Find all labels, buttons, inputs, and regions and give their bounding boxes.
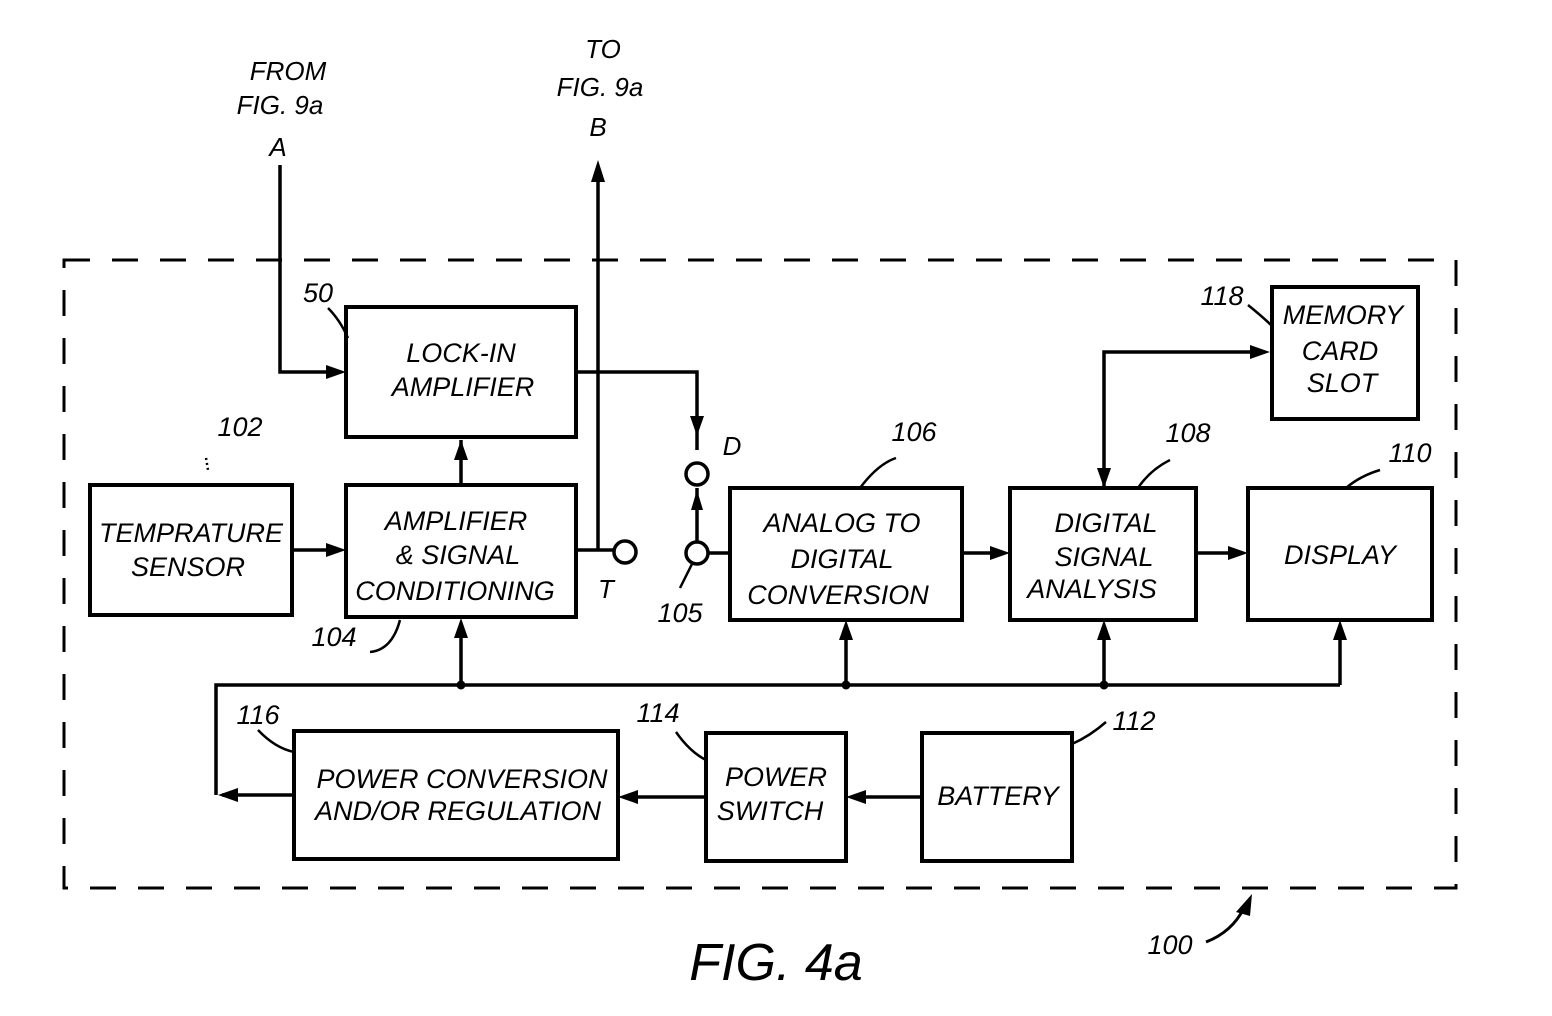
arrowhead-icon	[1236, 894, 1252, 916]
terminal-d[interactable]	[686, 463, 708, 485]
arrowhead-icon	[691, 490, 703, 510]
display-ref: 110	[1388, 438, 1431, 468]
arrowhead-icon	[1250, 345, 1270, 359]
power-conv-leader	[258, 730, 294, 752]
connector-b-label: B	[589, 112, 606, 142]
arrowhead-icon	[1228, 546, 1248, 560]
system-leader	[1206, 908, 1244, 942]
terminal-d-label: D	[723, 431, 742, 461]
to-label: TO	[585, 34, 621, 64]
temp-label-2: SENSOR	[131, 552, 245, 582]
arrowhead-icon	[1333, 620, 1347, 640]
adc-leader	[860, 458, 896, 488]
memory-label-2: CARD	[1302, 336, 1379, 366]
adc-ref: 106	[891, 417, 937, 447]
switch-leader	[680, 564, 692, 588]
figure-title: FIG. 4a	[689, 934, 862, 992]
power-conv-ref: 116	[236, 700, 280, 730]
amp-ref: 104	[311, 622, 356, 652]
memory-label-1: MEMORY	[1283, 300, 1405, 330]
power-conv-label-2: AND/OR REGULATION	[313, 796, 602, 826]
power-switch-ref: 114	[636, 698, 679, 728]
adc-label-3: CONVERSION	[747, 580, 929, 610]
wire-lockin-to-d	[576, 372, 697, 450]
arrowhead-icon	[454, 440, 468, 460]
amp-label-1: AMPLIFIER	[383, 506, 528, 536]
arrowhead-icon	[1097, 468, 1111, 488]
arrowhead-icon	[1097, 620, 1111, 640]
battery-label: BATTERY	[937, 781, 1061, 811]
power-conv-label-1: POWER CONVERSION	[316, 764, 608, 794]
arrowhead-icon	[454, 618, 468, 638]
power-switch-label-1: POWER	[725, 762, 827, 792]
battery-ref: 112	[1112, 706, 1155, 736]
power-switch-leader	[676, 732, 706, 760]
display-leader	[1346, 470, 1380, 488]
arrowhead-icon	[846, 790, 866, 804]
arrowhead-icon	[990, 546, 1010, 560]
arrowhead-icon	[690, 416, 704, 436]
dsa-ref: 108	[1165, 418, 1210, 448]
lockin-label-2: AMPLIFIER	[390, 372, 535, 402]
temperature-sensor-block	[90, 485, 292, 615]
memory-leader	[1248, 305, 1272, 326]
dsa-leader	[1138, 460, 1170, 488]
amp-leader	[370, 620, 400, 652]
wire-a-to-lockin	[280, 165, 338, 372]
arrowhead-icon	[591, 160, 605, 182]
memory-ref: 118	[1200, 281, 1243, 311]
terminal-t-label: T	[598, 574, 616, 604]
memory-label-3: SLOT	[1307, 368, 1380, 398]
lockin-ref: 50	[303, 278, 333, 308]
temp-label-1: TEMPRATURE	[99, 518, 284, 548]
amp-label-3: CONDITIONING	[355, 576, 555, 606]
arrowhead-icon	[326, 543, 346, 557]
arrowhead-icon	[326, 365, 346, 379]
display-label: DISPLAY	[1284, 540, 1398, 570]
connector-a-label: A	[267, 132, 286, 162]
dsa-label-2: SIGNAL	[1054, 542, 1153, 572]
dsa-label-3: ANALYSIS	[1025, 574, 1157, 604]
arrowhead-icon	[839, 620, 853, 640]
arrowhead-icon	[218, 788, 238, 802]
battery-leader	[1072, 722, 1106, 744]
to-fig-label: FIG. 9a	[557, 72, 644, 102]
from-label: FROM	[250, 56, 327, 86]
temp-ref: 102	[217, 412, 262, 442]
power-conversion-block	[294, 731, 618, 859]
lockin-label-1: LOCK-IN	[406, 338, 516, 368]
adc-label-1: ANALOG TO	[761, 508, 920, 538]
adc-label-2: DIGITAL	[790, 544, 893, 574]
dsa-label-1: DIGITAL	[1054, 508, 1157, 538]
system-ref: 100	[1147, 930, 1192, 960]
power-switch-label-2: SWITCH	[717, 796, 824, 826]
temp-leader	[206, 458, 208, 470]
switch-pivot[interactable]	[686, 542, 708, 564]
terminal-t[interactable]	[614, 541, 636, 563]
switch-ref: 105	[657, 598, 703, 628]
from-fig-label: FIG. 9a	[237, 90, 324, 120]
amp-label-2: & SIGNAL	[396, 540, 521, 570]
arrowhead-icon	[618, 790, 638, 804]
